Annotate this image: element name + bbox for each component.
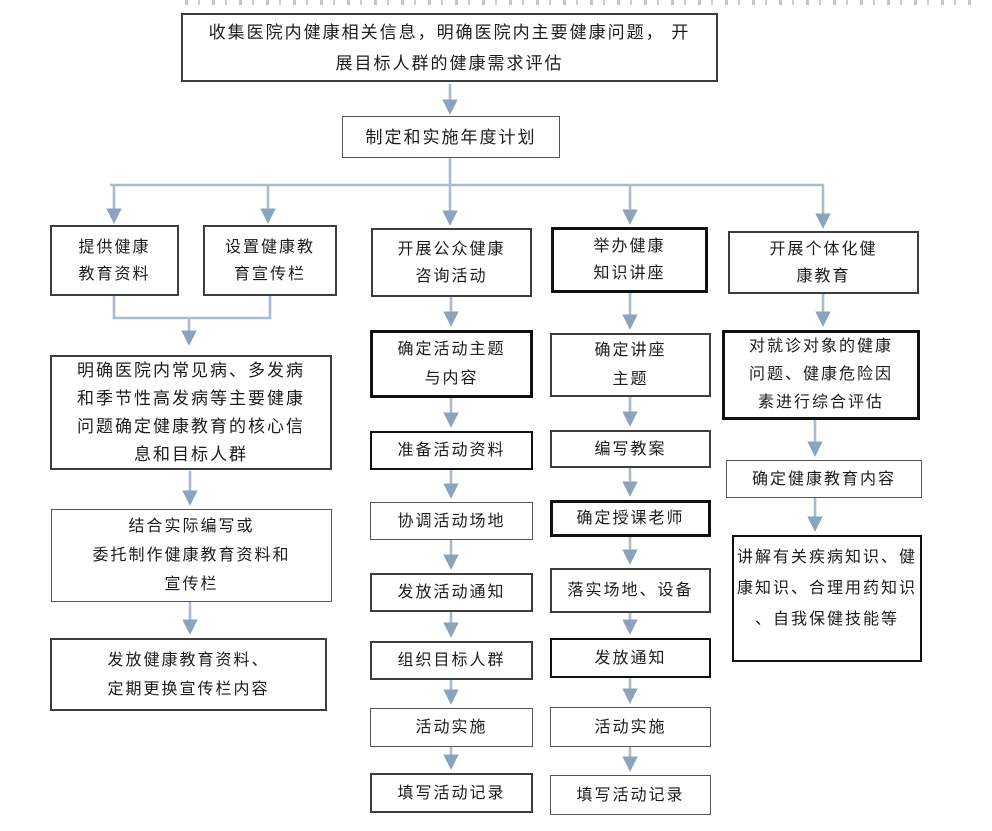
node-compile-materials: 结合实际编写或 委托制作健康教育资料和 宣传栏 (51, 509, 332, 602)
node-provide-materials: 提供健康 教育资料 (50, 225, 179, 296)
node-confirm-teacher: 确定授课老师 (550, 500, 711, 537)
branch-connector (110, 158, 824, 187)
node-send-notice: 发放通知 (550, 638, 711, 678)
node-explain-knowledge: 讲解有关疾病知识、健 康知识、合理用药知识 、自我保健技能等 (732, 535, 922, 662)
cropped-text-artifact (185, 0, 980, 5)
node-activity-notice: 发放活动通知 (370, 573, 533, 612)
node-identify-problems: 明确医院内常见病、多发病 和季节性高发病等主要健康 问题确定健康教育的核心信 息… (50, 355, 332, 470)
node-collect-info: 收集医院内健康相关信息，明确医院内主要健康问题， 开 展目标人群的健康需求评估 (181, 13, 718, 82)
node-comprehensive-assessment: 对就诊对象的健康 问题、健康危险因 素进行综合评估 (722, 330, 920, 420)
node-activity-implement: 活动实施 (370, 708, 533, 747)
node-write-lesson-plan: 编写教案 (550, 430, 711, 468)
node-lecture-implement: 活动实施 (550, 707, 711, 747)
node-individual-education: 开展个体化健 康教育 (728, 231, 919, 294)
node-organize-audience: 组织目标人群 (370, 641, 533, 680)
node-coordinate-venue: 协调活动场地 (370, 502, 533, 540)
node-lecture-theme: 确定讲座 主题 (550, 333, 711, 397)
node-health-lecture: 举办健康 知识讲座 (551, 227, 708, 293)
node-lecture-record: 填写活动记录 (550, 775, 711, 815)
node-annual-plan: 制定和实施年度计划 (342, 116, 560, 158)
node-activity-theme: 确定活动主题 与内容 (370, 330, 533, 398)
node-public-consultation: 开展公众健康 咨询活动 (371, 228, 532, 297)
node-prepare-materials: 准备活动资料 (370, 431, 533, 470)
node-activity-record: 填写活动记录 (370, 773, 533, 813)
node-bulletin-board: 设置健康教 育宣传栏 (203, 225, 337, 296)
node-education-content: 确定健康教育内容 (726, 460, 922, 498)
node-arrange-venue-equipment: 落实场地、设备 (550, 568, 711, 613)
node-distribute-materials: 发放健康教育资料、 定期更换宣传栏内容 (50, 638, 327, 711)
merge-connector (112, 296, 272, 320)
